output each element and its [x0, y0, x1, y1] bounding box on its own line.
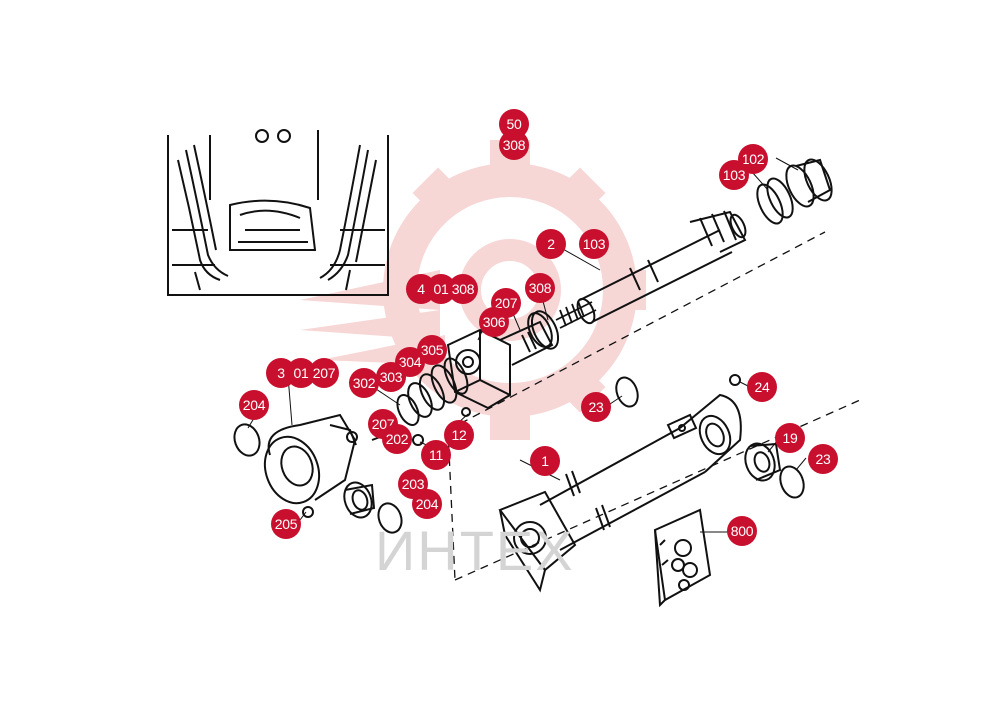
- callout-part-308c[interactable]: 308: [525, 273, 555, 303]
- callout-part-204a[interactable]: 204: [239, 390, 269, 420]
- callout-part-302[interactable]: 302: [349, 368, 379, 398]
- callout-part-306[interactable]: 306: [479, 307, 509, 337]
- callout-part-24[interactable]: 24: [747, 372, 777, 402]
- callout-part-103a[interactable]: 103: [719, 160, 749, 190]
- callout-part-102[interactable]: 102: [738, 144, 768, 174]
- callout-part-23b[interactable]: 23: [808, 444, 838, 474]
- seal-kit-bag: [653, 508, 712, 608]
- watermark-text: ИНТЕХ: [375, 519, 575, 582]
- callout-part-103b[interactable]: 103: [579, 229, 609, 259]
- cylinder-barrel: [498, 393, 742, 593]
- callout-part-23a[interactable]: 23: [581, 392, 611, 422]
- seal-rings-left: [396, 310, 560, 426]
- callout-part-11[interactable]: 11: [421, 440, 451, 470]
- bearings-and-rings: [233, 374, 805, 534]
- callout-part-19[interactable]: 19: [775, 423, 805, 453]
- rod-threads: [555, 300, 597, 329]
- callout-part-205[interactable]: 205: [271, 509, 301, 539]
- piston-rod: [576, 210, 747, 325]
- rod-eye: [263, 413, 358, 505]
- callout-part-2[interactable]: 2: [536, 229, 566, 259]
- callout-part-308b[interactable]: 308: [448, 274, 478, 304]
- callout-part-207b[interactable]: 207: [309, 358, 339, 388]
- callout-part-800[interactable]: 800: [727, 516, 757, 546]
- callout-part-202[interactable]: 202: [382, 424, 412, 454]
- callout-part-204b[interactable]: 204: [412, 489, 442, 519]
- callout-part-308a[interactable]: 308: [499, 130, 529, 160]
- callout-part-303[interactable]: 303: [376, 362, 406, 392]
- callout-part-1[interactable]: 1: [530, 446, 560, 476]
- tractor-inset-view: [167, 129, 389, 296]
- callout-part-12[interactable]: 12: [444, 420, 474, 450]
